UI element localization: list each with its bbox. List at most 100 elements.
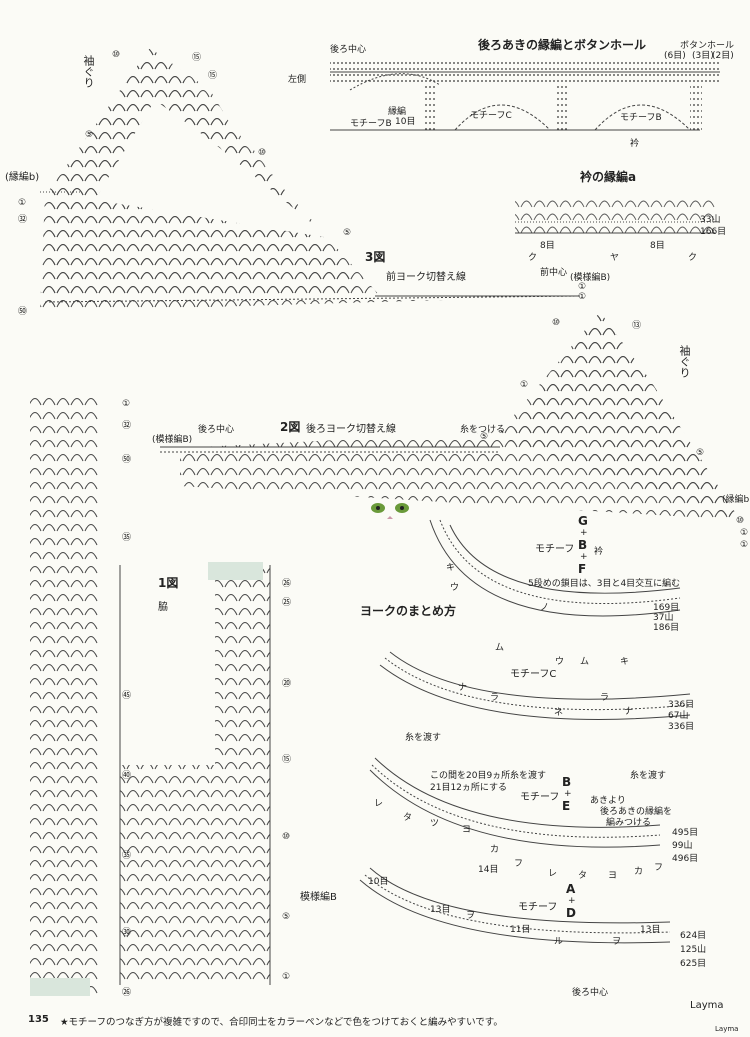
fig2-sleeve: 袖ぐり [678, 345, 691, 378]
fig3-row-mark: ⑩ [258, 148, 267, 158]
yoke-opening2: 後ろあきの縁編を [600, 807, 673, 817]
yoke-arc3-kana: タ [578, 871, 588, 881]
fig3-row-mark: ⑤ [343, 228, 352, 238]
yoke-arc1-kana: キ [620, 657, 630, 667]
yoke-plus1: + [580, 528, 588, 538]
fig1-right-row-mark: ① [282, 972, 291, 982]
fig2-line-label: 後ろヨーク切替え線 [306, 424, 396, 435]
back-opening-title: 後ろあきの縁編とボタンホール [478, 38, 647, 52]
footer-note: ★モチーフのつなぎ方が複雑ですので、合印同士をカラーペンなどで色をつけておくと編… [60, 1017, 503, 1028]
yoke-c336b: 336目 [668, 722, 695, 732]
edge-rows: 10目 [395, 117, 416, 127]
yoke-f: F [578, 562, 587, 576]
fig3-row-mark: ① [578, 292, 587, 302]
yoke-motif-label1: モチーフ [535, 544, 575, 555]
fig1-right-row-mark: ㉖ [282, 579, 292, 589]
fig3-row-mark: ⑮ [208, 71, 218, 81]
fig1-left-row-mark: ㉖ [122, 988, 132, 998]
collar-edge-title: 衿の縁編a [580, 170, 637, 184]
left-back-label: 左側 [288, 75, 307, 85]
yoke-e: E [562, 799, 571, 813]
yoke-arc4-kana: ル [554, 937, 564, 947]
yoke-b: B [578, 538, 588, 552]
yoke-c186: 186目 [653, 623, 680, 633]
fig2-chart [160, 312, 740, 520]
yoke-cut1: 糸を渡す [405, 733, 442, 743]
fig1-right-row-mark: ⑳ [282, 679, 292, 689]
yoke-c336a: 336目 [668, 700, 695, 710]
fig2-pattern-b: (模様編B) [152, 435, 193, 445]
yoke-arc1-kana: ウ [555, 657, 565, 667]
yoke-arc3-kana: レ [374, 799, 384, 809]
fig1-sub: 脇 [158, 602, 168, 613]
fig2-title: 2図 [280, 420, 301, 434]
fig1-left-row-mark: ① [122, 399, 131, 409]
yoke-arc1-kana: キ [446, 563, 456, 573]
fig1-right-row-mark: ㉕ [282, 598, 292, 608]
yoke-arc1-kana: ノ [540, 603, 550, 613]
yoke-d: D [566, 906, 576, 920]
fig3-center-label: 前中心 [540, 268, 568, 278]
yoke-arc1-kana: ム [580, 657, 590, 667]
six-label: (6目) [664, 51, 686, 61]
yoke-arc3-kana: ツ [430, 819, 440, 829]
yoke-r10: 10目 [368, 877, 389, 887]
yoke-c169: 169目 [653, 603, 680, 613]
fig3-row-mark: ① [18, 198, 27, 208]
yoke-c125: 125山 [680, 945, 707, 955]
yoke-arc2-kana: ナ [624, 707, 634, 717]
fig2-center-back: 後ろ中心 [198, 425, 235, 435]
fig3-row-mark: ⑮ [192, 53, 202, 63]
yoke-arc2-kana: ラ [490, 693, 500, 703]
fig1-left-row-mark: ㊺ [122, 691, 132, 701]
collar-k3: ク [688, 253, 698, 263]
two-label: (2目) [712, 51, 734, 61]
motif-b2-label: モチーフB [620, 113, 662, 123]
fig3-row-mark: ⑩ [112, 50, 121, 60]
yoke-plus4: + [568, 896, 576, 906]
fig3-sleeve-label: 袖ぐり [82, 55, 95, 88]
yoke-arc3-kana: カ [634, 867, 644, 877]
brand-label: Layma [690, 1000, 724, 1011]
collar-count2: 166目 [700, 227, 727, 237]
motif-b1-label: モチーフB [350, 119, 392, 129]
yoke-c495: 495目 [672, 828, 699, 838]
fig2-row-mark: ① [740, 540, 749, 550]
collar-right: 8目 [650, 241, 665, 251]
fig1-chart [30, 395, 271, 996]
fig3-edge-b: (縁編b) [5, 172, 40, 183]
buttonhole-label: ボタンホール [680, 41, 735, 51]
yoke-c625: 625目 [680, 959, 707, 969]
yoke-c624: 624目 [680, 931, 707, 941]
yoke-c37: 37山 [653, 613, 674, 623]
fig2-row-mark: ⑬ [632, 321, 642, 331]
yoke-cut3: 糸を渡す [630, 771, 667, 781]
yoke-c67: 67山 [668, 711, 689, 721]
yoke-note1: 5段めの鎖目は、3目と4目交互に編む [528, 579, 681, 589]
cat-face-image [360, 490, 420, 530]
yoke-arc4-kana: ヲ [612, 937, 622, 947]
yoke-center-back: 後ろ中心 [572, 988, 609, 998]
fig3-line-label: 前ヨーク切替え線 [386, 272, 466, 283]
yoke-arc3-kana: レ [548, 869, 558, 879]
yoke-motif-c: モチーフC [510, 669, 557, 680]
fig2-attach: 糸をつける [460, 425, 506, 435]
yoke-arc3-kana: タ [403, 813, 413, 823]
fig1-left-row-mark: ㉟ [122, 851, 132, 861]
yoke-note2a: この間を20目9ヵ所 [430, 771, 511, 781]
edge-label: 縁編 [388, 107, 407, 117]
fig3-row-mark: ① [578, 282, 587, 292]
yoke-cut2: 糸を渡す [510, 771, 547, 781]
yoke-r13b: 13目 [640, 925, 661, 935]
fig1-right-row-mark: ⑩ [282, 832, 291, 842]
yoke-chart [359, 519, 691, 944]
yoke-plus3: + [564, 789, 572, 799]
fig2-row-mark: ① [740, 528, 749, 538]
yoke-a: A [566, 882, 576, 896]
fig2-row-mark: ⑩ [736, 516, 745, 526]
yoke-r14: 14目 [478, 865, 499, 875]
fig1-left-row-mark: ㉜ [122, 421, 132, 431]
fig2-row-mark: ① [520, 380, 529, 390]
fig1-right-row-mark: ⑤ [282, 912, 291, 922]
